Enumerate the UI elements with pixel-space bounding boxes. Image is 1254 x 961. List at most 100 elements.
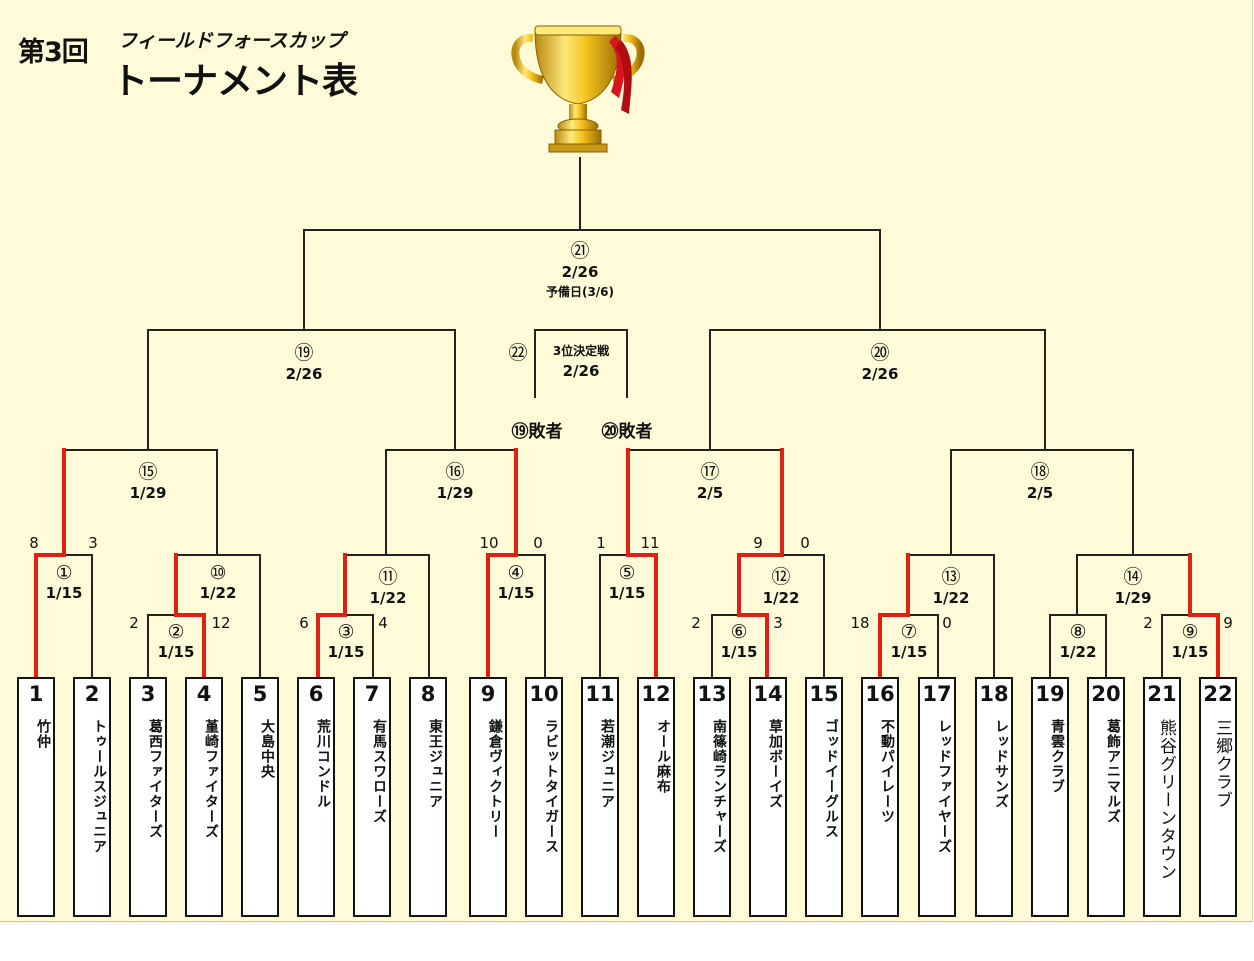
score: 8	[29, 534, 39, 552]
score: 0	[533, 534, 543, 552]
score: 9	[1223, 614, 1233, 632]
match-1-label: ① 1/15	[46, 562, 83, 602]
match-number: ⑩	[209, 562, 227, 584]
team-name: 堇崎ファイターズ	[203, 719, 219, 839]
match-number: ④	[507, 562, 525, 584]
match-8-label: ⑧ 1/22	[1060, 621, 1097, 661]
trophy-icon	[511, 25, 645, 153]
team-name: 葛飾アニマルズ	[1105, 719, 1121, 824]
team-name: レッドサンズ	[993, 719, 1009, 809]
match-date: 2/26	[561, 263, 599, 281]
third-place-number: ㉒	[508, 342, 528, 364]
bracket-lines	[34, 157, 1220, 679]
score: 1	[596, 534, 606, 552]
match-number: ⑮	[138, 461, 158, 483]
match-date: 1/15	[608, 584, 646, 602]
team-name: 竹仲	[35, 719, 51, 749]
team-number: 15	[809, 682, 839, 706]
score: 18	[850, 614, 870, 632]
match-14-label: ⑭ 1/29	[1115, 562, 1152, 607]
third-place-right: ⑳敗者	[601, 422, 653, 442]
team-name: 大島中央	[259, 719, 275, 779]
third-place-title: 3位決定戦	[552, 344, 610, 358]
match-date: 2/26	[861, 365, 899, 383]
team-number: 14	[753, 682, 783, 706]
team-number: 22	[1203, 682, 1233, 706]
match-number: ⑨	[1181, 621, 1199, 643]
team-number: 13	[697, 682, 727, 706]
team-name: オール麻布	[655, 719, 671, 794]
team-name: 鎌倉ヴィクトリー	[487, 719, 503, 839]
team-number: 2	[84, 682, 100, 706]
reserve-date: 予備日(3/6)	[545, 285, 615, 299]
score: 12	[211, 614, 231, 632]
score: 4	[378, 614, 388, 632]
match-18-label: ⑱ 2/5	[1027, 457, 1053, 502]
team-box: 13 南篠崎ランチャーズ	[693, 677, 731, 917]
match-2-label: ② 1/15	[158, 621, 195, 661]
match-6-label: ⑥ 1/15	[721, 621, 758, 661]
match-12-label: ⑫ 1/22	[763, 562, 800, 607]
third-place-left: ⑲敗者	[511, 422, 563, 442]
match-number: ①	[55, 562, 73, 584]
match-date: 1/15	[890, 643, 928, 661]
team-box: 4 堇崎ファイターズ	[185, 677, 223, 917]
team-name: 東王ジュニア	[427, 719, 443, 809]
match-date: 1/15	[720, 643, 758, 661]
team-name: 南篠崎ランチャーズ	[711, 719, 727, 854]
edition-label: 第3回	[18, 37, 89, 68]
match-date: 1/29	[436, 484, 474, 502]
team-number: 6	[308, 682, 324, 706]
match-date: 1/15	[45, 584, 83, 602]
score: 11	[640, 534, 660, 552]
score: 2	[691, 614, 701, 632]
team-number: 12	[641, 682, 671, 706]
team-number: 10	[529, 682, 559, 706]
match-date: 1/22	[199, 584, 237, 602]
match-4-label: ④ 1/15	[498, 562, 535, 602]
team-name: 三郷クラブ	[1212, 719, 1232, 809]
match-date: 2/5	[696, 484, 724, 502]
match-11-label: ⑪ 1/22	[370, 562, 407, 607]
team-number: 20	[1091, 682, 1121, 706]
page-title: トーナメント表	[112, 61, 358, 102]
match-20-label: ⑳ 2/26	[862, 338, 899, 383]
match-number: ③	[337, 621, 355, 643]
team-number: 5	[252, 682, 268, 706]
team-name: ラビットタイガース	[543, 719, 559, 854]
team-number: 4	[196, 682, 212, 706]
match-17-label: ⑰ 2/5	[697, 457, 723, 502]
match-number: ⑬	[941, 566, 961, 588]
team-name: 不動パイレーツ	[879, 719, 895, 824]
team-box: 12 オール麻布	[637, 677, 675, 917]
match-10-label: ⑩ 1/22	[200, 562, 237, 602]
match-number: ⑫	[771, 566, 791, 588]
third-place-date: 2/26	[562, 362, 600, 380]
match-number: ⑧	[1069, 621, 1087, 643]
match-number: ⑱	[1030, 461, 1050, 483]
match-21-label: ㉑ 2/26 予備日(3/6)	[546, 236, 614, 300]
team-number: 3	[140, 682, 156, 706]
team-name: 葛西ファイターズ	[147, 719, 163, 839]
score: 0	[942, 614, 952, 632]
team-name: 若潮ジュニア	[599, 719, 615, 809]
match-number: ⑯	[445, 461, 465, 483]
score: 2	[1143, 614, 1153, 632]
match-date: 1/22	[369, 589, 407, 607]
match-date: 1/15	[497, 584, 535, 602]
match-number: ⑦	[900, 621, 918, 643]
team-box: 10 ラビットタイガース	[525, 677, 563, 917]
team-name: 荒川コンドル	[315, 719, 331, 809]
team-number: 21	[1147, 682, 1177, 706]
team-name: 有馬スワローズ	[371, 719, 387, 824]
match-16-label: ⑯ 1/29	[437, 457, 474, 502]
score: 9	[753, 534, 763, 552]
match-9-label: ⑨ 1/15	[1172, 621, 1209, 661]
team-box: 5 大島中央	[241, 677, 279, 917]
